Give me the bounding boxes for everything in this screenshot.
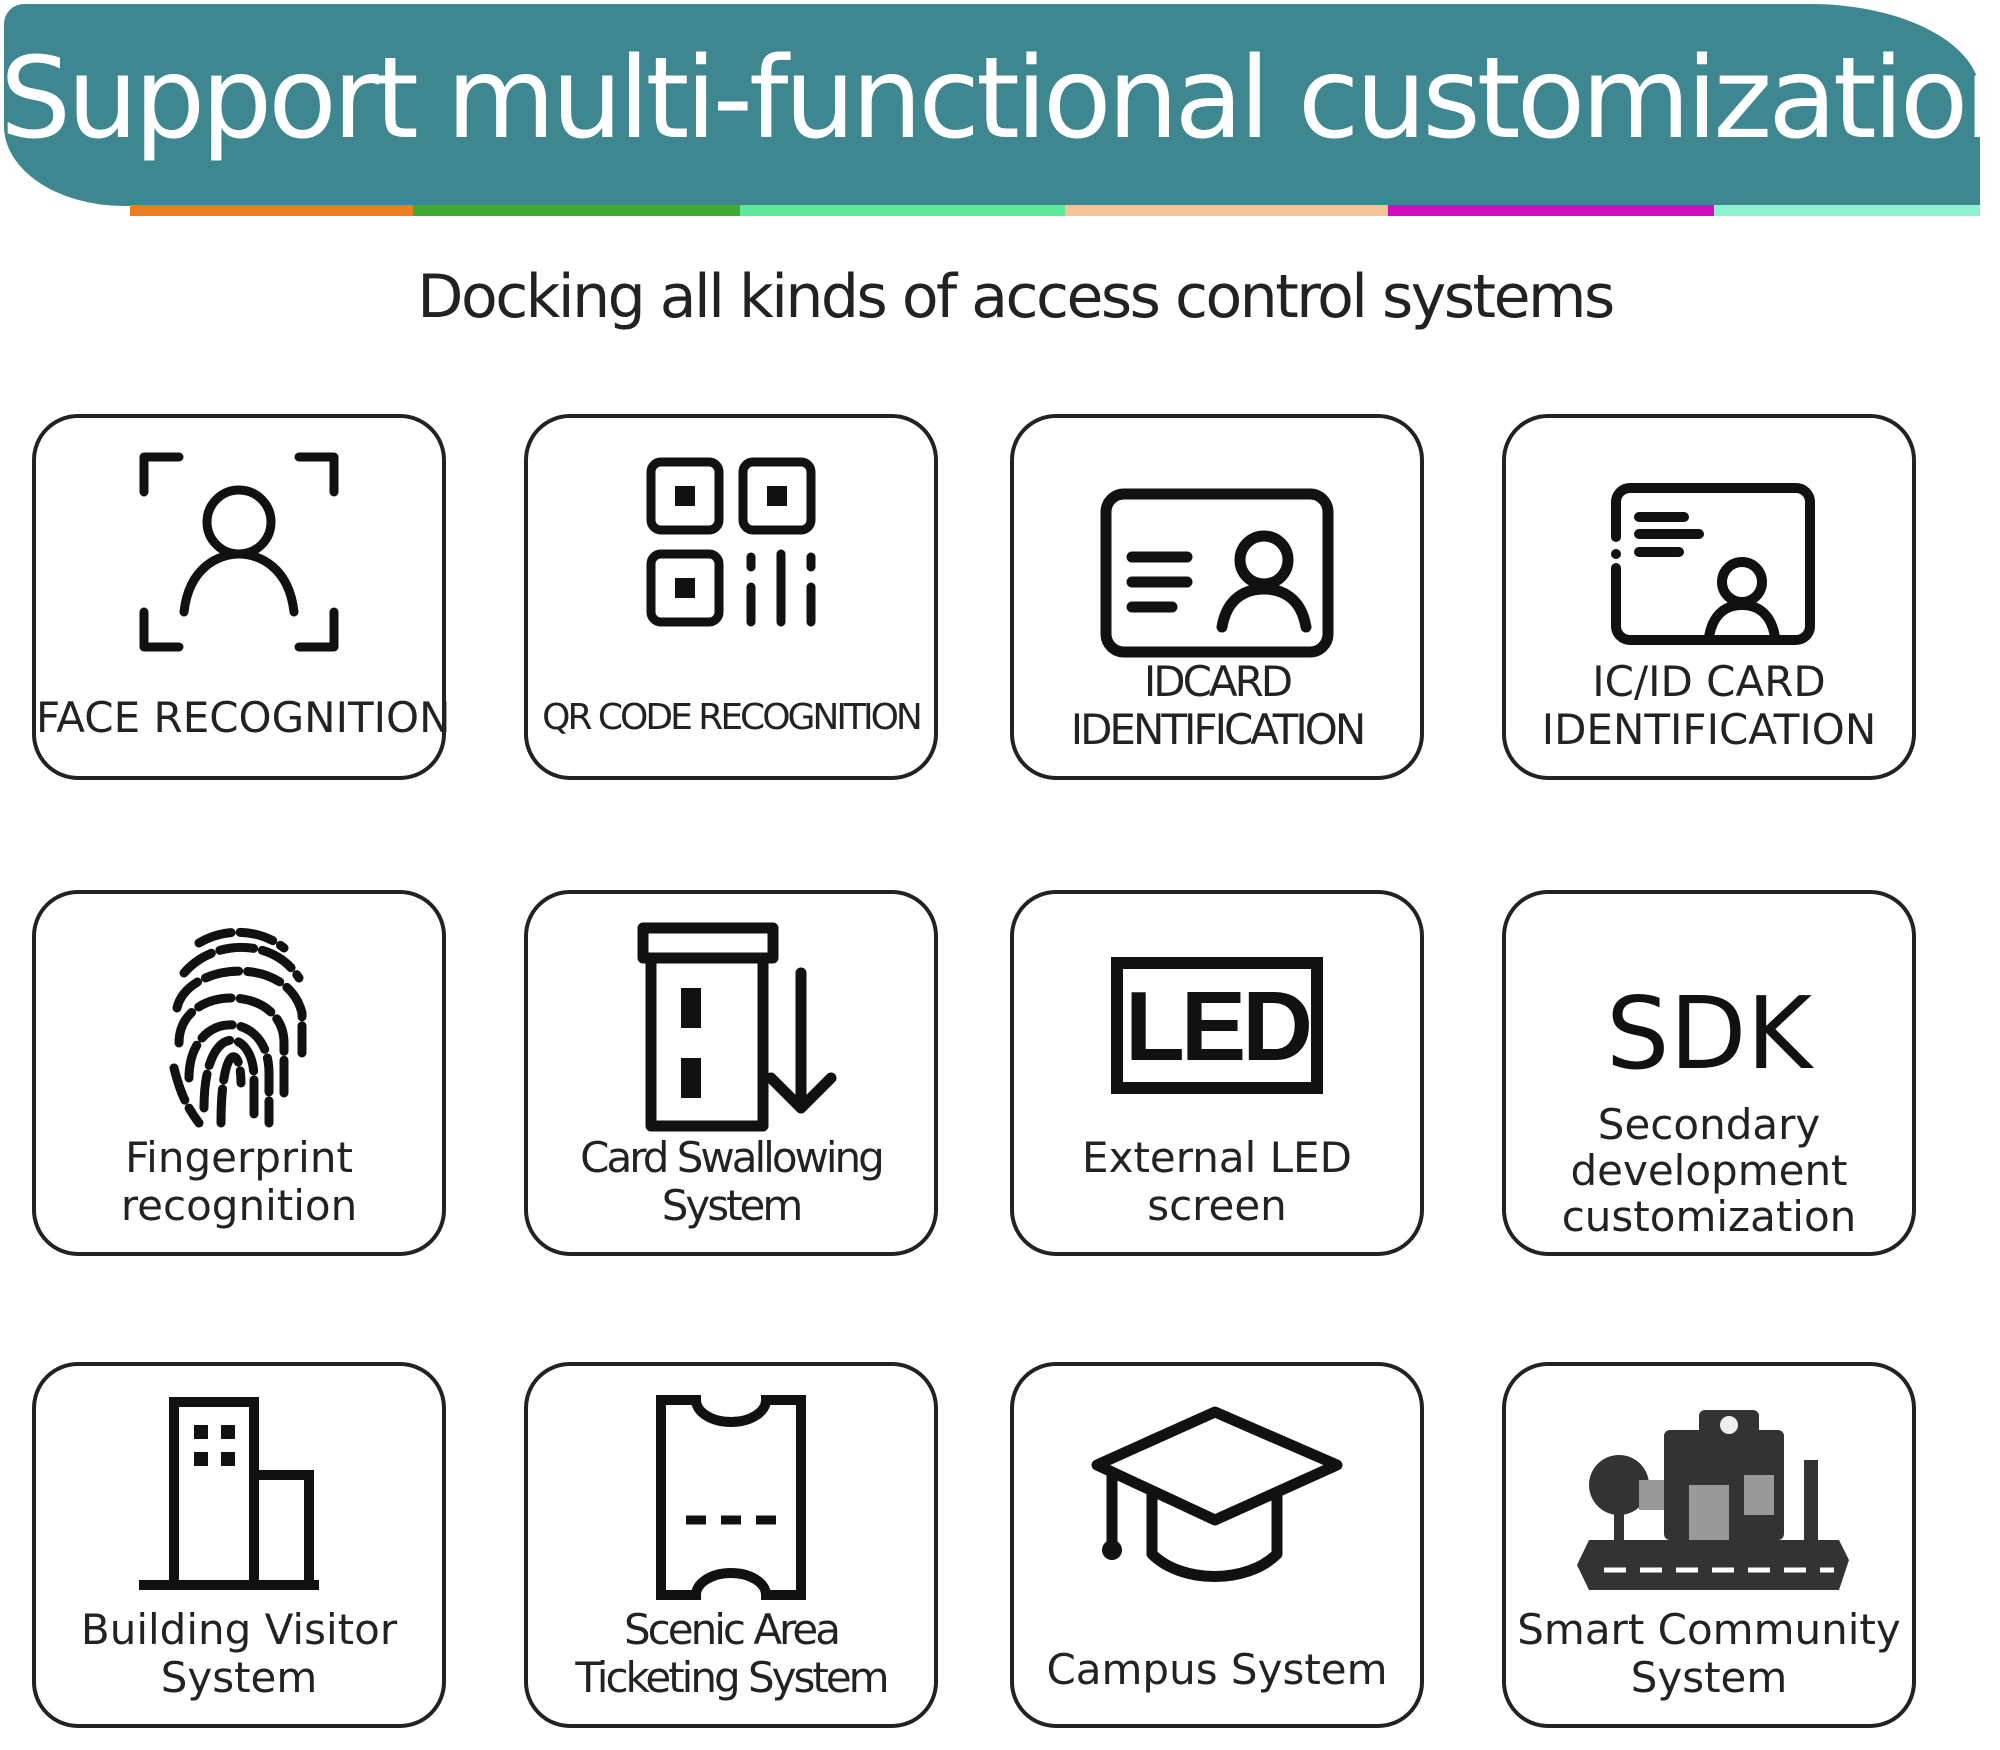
stripe-segment — [130, 205, 413, 216]
stripe-segment — [1714, 205, 1980, 216]
stripe-segment — [740, 205, 1065, 216]
feature-label: FACE RECOGNITION — [36, 693, 451, 742]
subtitle: Docking all kinds of access control syst… — [417, 262, 1615, 332]
label-line: System — [661, 1181, 804, 1230]
page-title: Support multi-functional customization — [0, 34, 2000, 164]
label-line: Smart Community — [1517, 1605, 1901, 1654]
feature-card: FACE RECOGNITION — [32, 414, 451, 780]
label-line: IDCARD — [1143, 657, 1293, 706]
feature-card: Campus System — [1010, 1362, 1424, 1728]
label-line: Scenic Area — [624, 1605, 841, 1654]
header-banner — [4, 4, 1980, 206]
label-line: customization — [1561, 1192, 1857, 1241]
stripe-segment — [413, 205, 740, 216]
label-line: recognition — [120, 1181, 358, 1230]
label-line: Fingerprint — [125, 1133, 353, 1182]
label-line: External LED — [1082, 1133, 1352, 1182]
feature-card: QR CODE RECOGNITION — [524, 414, 938, 780]
label-line: Building Visitor — [80, 1605, 398, 1654]
svg-text:LED: LED — [1125, 971, 1309, 1081]
label-line: Secondary — [1597, 1100, 1821, 1149]
feature-label: QR CODE RECOGNITION — [528, 694, 934, 742]
label-line: QR CODE RECOGNITION — [542, 697, 923, 738]
label-line: System — [1630, 1653, 1788, 1702]
stripe-segment — [1065, 205, 1388, 216]
label-line: System — [160, 1653, 318, 1702]
label-line: Ticketing System — [575, 1653, 889, 1702]
label-line: IDENTIFICATION — [1070, 705, 1367, 754]
label-line: IDENTIFICATION — [1541, 705, 1877, 754]
feature-label: Campus System — [1014, 1646, 1420, 1694]
label-line: development — [1570, 1146, 1848, 1195]
label-line: screen — [1147, 1181, 1287, 1230]
label-line: FACE RECOGNITION — [36, 693, 451, 742]
label-line: Card Swallowing — [580, 1133, 885, 1182]
label-line: IC/ID CARD — [1592, 657, 1826, 706]
stripe-segment — [1388, 205, 1714, 216]
label-line: Campus System — [1046, 1645, 1388, 1694]
svg-text:SDK: SDK — [1606, 975, 1814, 1078]
